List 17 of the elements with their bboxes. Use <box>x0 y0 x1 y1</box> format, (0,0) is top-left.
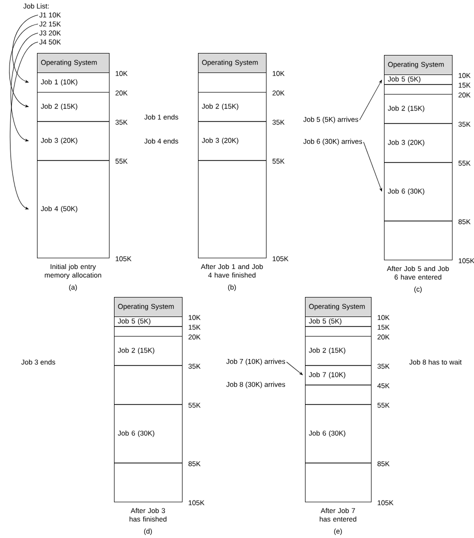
free-segment <box>198 72 266 92</box>
free-segment <box>114 365 182 405</box>
free-segment <box>305 384 372 405</box>
free-segment <box>114 462 182 502</box>
arrow <box>10 32 38 142</box>
free-segment <box>305 326 372 336</box>
free-segment <box>384 220 452 260</box>
free-segment <box>305 462 372 502</box>
arrow <box>359 80 382 120</box>
arrow <box>286 362 303 376</box>
free-segment <box>114 326 182 336</box>
arrow <box>363 142 382 192</box>
arrow <box>10 42 38 210</box>
free-segment <box>384 84 452 94</box>
arrow <box>12 14 38 83</box>
arrow <box>9 24 38 108</box>
free-segment <box>198 160 266 258</box>
